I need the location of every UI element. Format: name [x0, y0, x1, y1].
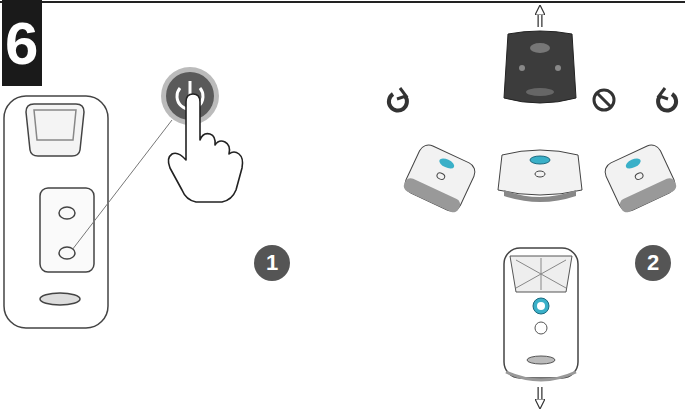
down-arrow — [538, 387, 543, 404]
up-arrow — [538, 10, 543, 27]
callout-circle — [635, 245, 671, 281]
device-tilt-right — [602, 142, 678, 214]
device-flat — [498, 150, 582, 202]
leader-line — [72, 120, 172, 250]
step-number: 6 — [5, 14, 38, 74]
rotate-icon — [658, 88, 676, 111]
device-tilt-left — [402, 142, 478, 214]
callout-number: 1 — [266, 252, 278, 274]
pressing-hand — [168, 94, 242, 202]
step-box — [2, 0, 42, 86]
device-back — [504, 31, 576, 103]
top-rule — [0, 1, 685, 3]
device-front — [4, 96, 108, 328]
no-symbol — [594, 90, 614, 110]
device-upright — [504, 248, 578, 380]
rotate-icon — [389, 88, 407, 111]
callout-circle — [254, 245, 290, 281]
callout-number: 2 — [647, 252, 659, 274]
